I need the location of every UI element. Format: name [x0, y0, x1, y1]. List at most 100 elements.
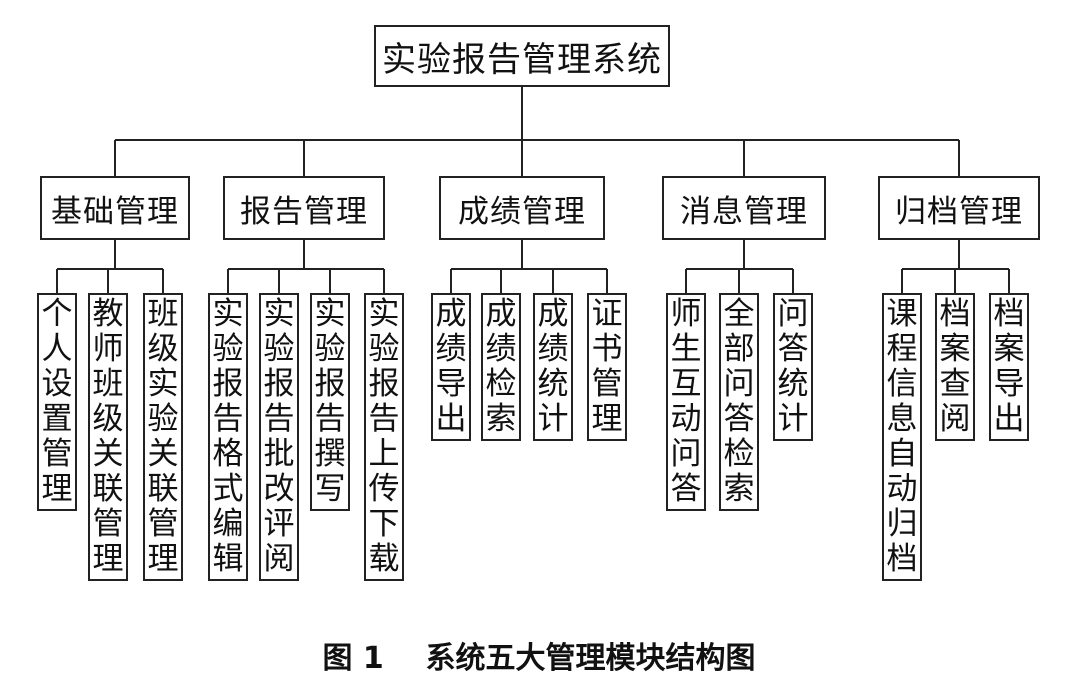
leaf-char: 级: [147, 331, 179, 367]
leaf-node: 教师班级关联管理: [88, 293, 128, 581]
leaf-char: 索: [723, 471, 755, 507]
leaf-char: 问: [777, 296, 809, 332]
leaf-char: 成: [485, 296, 517, 332]
leaf-node: 课程信息自动归档: [882, 293, 922, 581]
leaf-char: 检: [723, 436, 755, 472]
leaf-char: 档: [939, 296, 971, 332]
leaf-char: 格: [212, 436, 244, 472]
leaf-char: 答: [670, 471, 702, 507]
leaf-char: 实: [314, 296, 346, 332]
leaf-node: 实验报告上传下载: [364, 293, 404, 581]
leaf-char: 归: [886, 506, 918, 542]
leaf-char: 实: [147, 366, 179, 402]
figure-caption: 图 1 系统五大管理模块结构图: [322, 641, 756, 676]
leaf-char: 教: [92, 296, 124, 332]
leaf-char: 联: [147, 471, 179, 507]
leaf-char: 理: [41, 471, 73, 507]
leaf-node: 档案导出: [989, 293, 1029, 441]
leaf-char: 班: [147, 296, 179, 332]
leaf-char: 管: [41, 436, 73, 472]
leaf-char: 理: [591, 401, 623, 437]
leaf-char: 写: [314, 471, 346, 507]
leaf-char: 绩: [435, 331, 467, 367]
leaf-node: 证书管理: [587, 293, 627, 441]
leaf-char: 置: [41, 401, 73, 437]
connector-lines: [56, 87, 1010, 293]
leaf-char: 导: [993, 366, 1025, 402]
module-node: 报告管理: [223, 176, 385, 240]
leaf-char: 人: [41, 331, 73, 367]
leaf-char: 自: [886, 436, 918, 472]
leaf-char: 验: [314, 331, 346, 367]
leaf-char: 全: [723, 296, 755, 332]
leaf-char: 实: [263, 296, 295, 332]
leaf-char: 计: [537, 401, 569, 437]
leaf-char: 统: [537, 366, 569, 402]
leaf-char: 索: [485, 401, 517, 437]
module-node: 基础管理: [40, 176, 190, 240]
leaf-char: 关: [92, 436, 124, 472]
leaf-char: 查: [939, 366, 971, 402]
leaf-char: 答: [723, 401, 755, 437]
leaf-node: 实验报告格式编辑: [208, 293, 248, 581]
leaf-char: 证: [591, 296, 623, 332]
leaf-char: 联: [92, 471, 124, 507]
leaf-char: 绩: [485, 331, 517, 367]
leaf-node: 师生互动问答: [666, 293, 706, 511]
leaf-char: 导: [435, 366, 467, 402]
leaf-char: 管: [591, 366, 623, 402]
leaf-char: 编: [212, 506, 244, 542]
leaf-char: 验: [212, 331, 244, 367]
leaf-char: 下: [368, 506, 400, 542]
leaf-node: 班级实验关联管理: [143, 293, 183, 581]
leaf-char: 告: [212, 401, 244, 437]
module-node: 成绩管理: [439, 176, 605, 240]
leaf-char: 档: [993, 296, 1025, 332]
leaf-node: 档案查阅: [935, 293, 975, 441]
leaf-char: 案: [993, 331, 1025, 367]
leaf-char: 课: [886, 296, 918, 332]
leaf-node: 成绩统计: [533, 293, 573, 441]
leaf-char: 撰: [314, 436, 346, 472]
leaf-char: 批: [263, 436, 295, 472]
leaf-char: 计: [777, 401, 809, 437]
leaf-char: 载: [368, 541, 400, 577]
leaf-char: 统: [777, 366, 809, 402]
leaf-char: 互: [670, 366, 702, 402]
module-node: 归档管理: [878, 176, 1040, 240]
leaf-char: 告: [263, 401, 295, 437]
leaf-char: 报: [314, 366, 346, 402]
leaf-char: 设: [41, 366, 73, 402]
leaf-char: 部: [723, 331, 755, 367]
leaf-char: 式: [212, 471, 244, 507]
leaf-char: 问: [670, 436, 702, 472]
leaf-char: 报: [212, 366, 244, 402]
leaf-node: 全部问答检索: [719, 293, 759, 511]
hierarchy-diagram: [56, 87, 1010, 293]
leaf-char: 管: [147, 506, 179, 542]
leaf-char: 书: [591, 331, 623, 367]
leaf-char: 出: [435, 401, 467, 437]
leaf-node: 实验报告撰写: [310, 293, 350, 511]
leaf-char: 验: [368, 331, 400, 367]
leaf-char: 档: [886, 541, 918, 577]
root-node: 实验报告管理系统: [374, 25, 670, 87]
leaf-node: 问答统计: [773, 293, 813, 441]
module-node: 消息管理: [662, 176, 826, 240]
leaf-char: 师: [92, 331, 124, 367]
leaf-char: 实: [368, 296, 400, 332]
leaf-char: 评: [263, 506, 295, 542]
leaf-char: 答: [777, 331, 809, 367]
leaf-char: 验: [147, 401, 179, 437]
leaf-char: 理: [147, 541, 179, 577]
leaf-char: 实: [212, 296, 244, 332]
leaf-char: 动: [670, 401, 702, 437]
leaf-char: 检: [485, 366, 517, 402]
leaf-char: 告: [368, 401, 400, 437]
leaf-char: 传: [368, 471, 400, 507]
leaf-node: 成绩导出: [431, 293, 471, 441]
leaf-char: 信: [886, 366, 918, 402]
leaf-node: 实验报告批改评阅: [259, 293, 299, 581]
leaf-char: 报: [263, 366, 295, 402]
leaf-char: 成: [537, 296, 569, 332]
